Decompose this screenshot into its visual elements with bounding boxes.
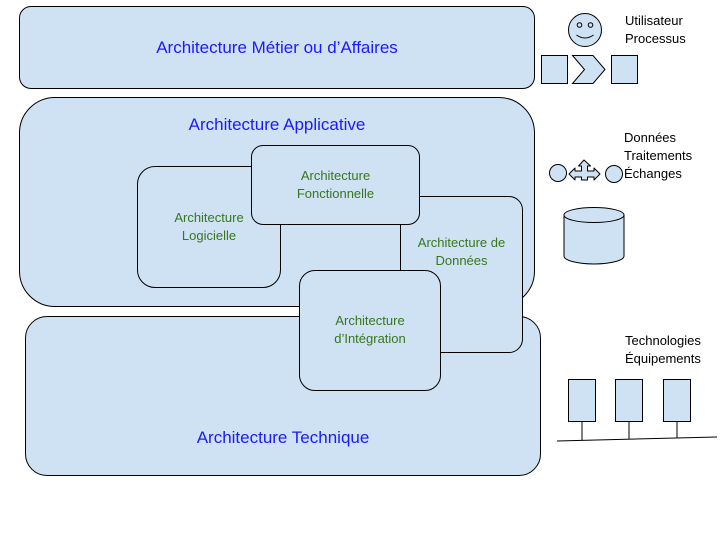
logicielle-block-title: Architecture Logicielle: [174, 210, 244, 243]
exchange-arrows-icon: [547, 159, 625, 187]
integration-block: Architecture d’Intégration: [299, 270, 441, 391]
applicative-layer-title: Architecture Applicative: [188, 115, 366, 134]
legend-technique: Technologies Équipements: [625, 333, 701, 366]
network-servers-icon: [556, 378, 718, 444]
fonctionnelle-block: Architecture Fonctionnelle: [251, 145, 420, 225]
metier-layer-title: Architecture Métier ou d’Affaires: [156, 38, 398, 57]
smiley-user-icon: [567, 12, 603, 48]
fonctionnelle-block-title: Architecture Fonctionnelle: [296, 168, 375, 201]
integration-block-title: Architecture d’Intégration: [334, 313, 406, 346]
legend-applicative: Données Traitements Échanges: [624, 130, 693, 181]
legend-metier: Utilisateur Processus: [625, 13, 686, 46]
process-chevron-icon: [541, 55, 639, 85]
metier-layer: Architecture Métier ou d’Affaires: [19, 6, 535, 89]
technique-layer-title: Architecture Technique: [196, 428, 370, 447]
donnees-block-title: Architecture de Données: [417, 235, 506, 268]
database-cylinder-icon: [563, 207, 625, 265]
